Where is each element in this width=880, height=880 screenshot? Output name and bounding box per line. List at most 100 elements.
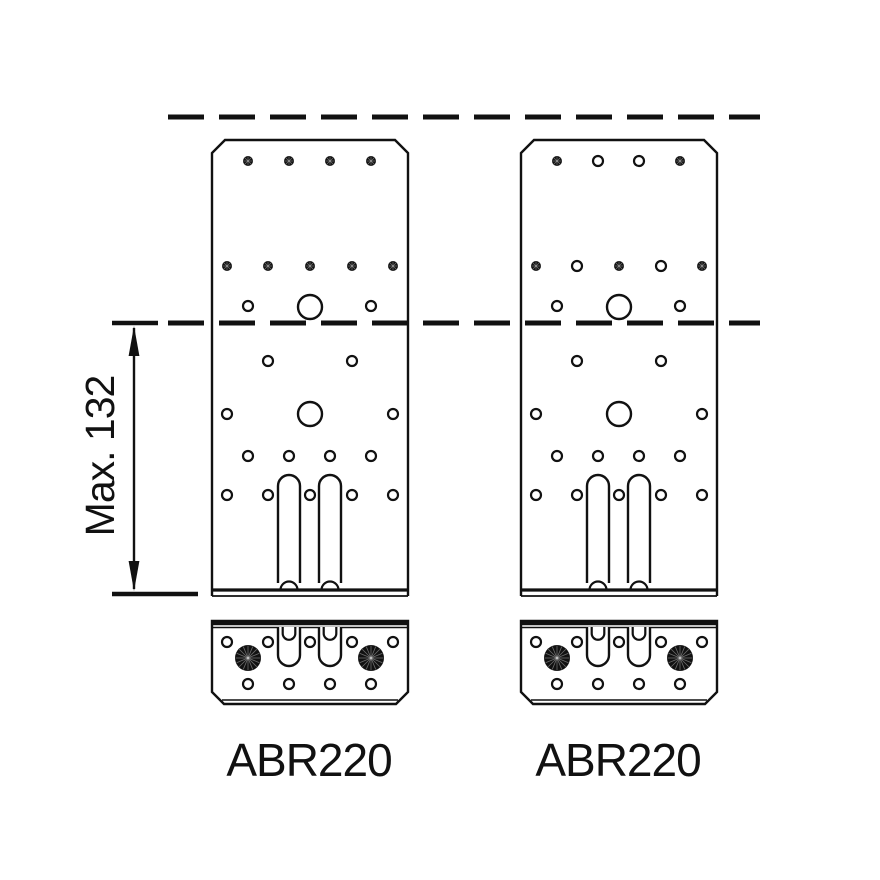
hatch-line — [306, 262, 311, 267]
product-label-1: ABR220 — [226, 734, 391, 786]
nail-hole-dot — [614, 261, 624, 271]
nail-hole-open — [654, 635, 668, 649]
nail-hole-open — [550, 299, 564, 313]
hatch-line — [247, 652, 260, 659]
slot — [317, 473, 343, 583]
hatch-line — [247, 657, 254, 670]
slot-bend-arc — [588, 580, 608, 591]
hatch-line — [361, 657, 372, 668]
bolt-hole — [605, 400, 633, 428]
dimension-label: Max. 132 — [77, 376, 123, 537]
nail-hole-open — [612, 635, 626, 649]
hatch-line — [701, 262, 706, 267]
nail-hole-filled — [697, 261, 707, 271]
nail-hole-open — [220, 635, 234, 649]
product-label-2: ABR220 — [535, 734, 700, 786]
hatch-line — [236, 652, 249, 659]
hatch-line — [389, 265, 394, 270]
nail-hole-open — [695, 407, 709, 421]
bracket-right — [519, 138, 719, 706]
nail-hole-open — [241, 299, 255, 313]
nail-hole-open — [612, 488, 626, 502]
nail-hole-open — [673, 299, 687, 313]
hatch-line — [698, 265, 703, 270]
nail-hole-open — [654, 354, 668, 368]
hatch-line — [556, 657, 569, 664]
bolt-hole — [296, 400, 324, 428]
bolt-hole — [296, 293, 324, 321]
nail-hole-filled — [388, 261, 398, 271]
anchor-hole — [358, 645, 384, 671]
hatch-line — [238, 657, 249, 668]
slot-bend-arc — [629, 580, 649, 591]
nail-hole-open — [303, 488, 317, 502]
hatch-line — [556, 648, 567, 659]
nail-hole-filled — [531, 261, 541, 271]
nail-hole-dot — [284, 156, 294, 166]
hatch-line — [267, 262, 272, 267]
hatch-line — [701, 265, 706, 270]
hatch-line — [223, 262, 228, 267]
hatch-line — [547, 657, 558, 668]
nail-hole-filled — [263, 261, 273, 271]
hatch-line — [679, 160, 684, 165]
nail-hole-open — [323, 677, 337, 691]
hatch-line — [370, 157, 375, 162]
nail-hole-open — [529, 488, 543, 502]
nail-hole-open — [345, 488, 359, 502]
hatch-line — [392, 262, 397, 267]
hatch-line — [670, 657, 681, 668]
hatch-line — [676, 157, 681, 162]
hatch-line — [618, 262, 623, 267]
flange-outline — [210, 619, 410, 706]
nail-hole-open — [386, 488, 400, 502]
hatch-line — [226, 262, 231, 267]
hatch-line — [267, 265, 272, 270]
nail-hole-open — [632, 449, 646, 463]
hatch-line — [556, 157, 561, 162]
hatch-line — [329, 160, 334, 165]
nail-hole-open — [550, 449, 564, 463]
hatch-line — [556, 657, 563, 670]
hatch-line — [309, 265, 314, 270]
nail-hole-open — [591, 449, 605, 463]
hatch-line — [351, 262, 356, 267]
vertical-plate — [210, 138, 410, 597]
anchor-dot — [667, 645, 693, 671]
hatch-line — [679, 657, 690, 668]
nail-hole-open — [570, 354, 584, 368]
flange-slot — [626, 627, 652, 668]
hatch-line — [679, 646, 686, 659]
nail-hole-open — [570, 488, 584, 502]
bracket-left — [210, 138, 410, 706]
hatch-line — [264, 265, 269, 270]
hatch-line — [618, 265, 623, 270]
hatch-line — [288, 160, 293, 165]
hatch-line — [285, 157, 290, 162]
nail-hole-filled — [284, 156, 294, 166]
hatch-line — [238, 648, 249, 659]
nail-hole-filled — [325, 156, 335, 166]
hatch-line — [556, 657, 567, 668]
flange-slot — [276, 627, 302, 668]
hatch-line — [551, 646, 558, 659]
hatch-line — [392, 265, 397, 270]
nail-hole-open — [591, 154, 605, 168]
vertical-plate — [519, 138, 719, 597]
nail-hole-filled — [243, 156, 253, 166]
hatch-line — [367, 160, 372, 165]
anchor-dot — [358, 645, 384, 671]
hatch-line — [679, 652, 692, 659]
nail-hole-open — [364, 299, 378, 313]
nail-hole-open — [632, 677, 646, 691]
nail-hole-open — [220, 488, 234, 502]
hatch-line — [365, 657, 372, 670]
nail-hole-dot — [243, 156, 253, 166]
hatch-line — [676, 160, 681, 165]
hatch-line — [244, 160, 249, 165]
nail-hole-open — [570, 259, 584, 273]
arrowhead-up-icon — [128, 326, 140, 356]
hatch-line — [679, 157, 684, 162]
hatch-line — [247, 160, 252, 165]
